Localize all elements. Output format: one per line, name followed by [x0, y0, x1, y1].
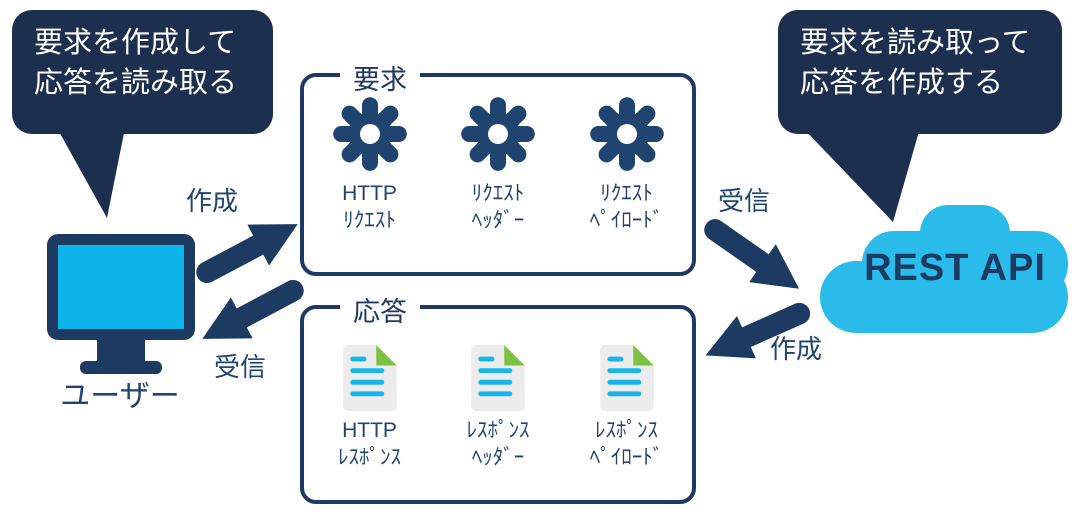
api-speech-line2: 応答を作成する — [800, 67, 1004, 99]
response-box: 応答 HTTP ﾚｽﾎﾟﾝｽ — [300, 290, 696, 504]
api-speech-bubble-tail — [803, 128, 920, 222]
gear-icon — [589, 97, 664, 171]
request-payload-label-line1: ﾘｸｴｽﾄ — [600, 182, 653, 205]
user-speech-line1: 要求を作成して — [34, 27, 237, 59]
request-header-label-line2: ﾍｯﾀﾞｰ — [471, 209, 525, 232]
http-response-label-line1: HTTP — [342, 419, 397, 442]
request-header-label-line1: ﾘｸｴｽﾄ — [471, 182, 525, 205]
response-header-label-line1: ﾚｽﾎﾟﾝｽ — [466, 419, 530, 442]
arrow-api-to-response — [705, 302, 811, 359]
response-header-item: ﾚｽﾎﾟﾝｽ ﾍｯﾀﾞｰ — [435, 345, 561, 471]
arrow-response-to-user — [202, 279, 304, 339]
http-request-label-line2: ﾘｸｴｽﾄ — [343, 209, 396, 232]
request-header-item: ﾘｸｴｽﾄ ﾍｯﾀﾞｰ — [435, 94, 561, 234]
create-label-right: 作成 — [770, 334, 823, 364]
document-icon — [599, 345, 654, 411]
document-icon — [471, 345, 525, 411]
user-label: ユーザー — [60, 380, 180, 413]
request-payload-label-line2: ﾍﾟｲﾛｰﾄﾞ — [589, 209, 664, 232]
response-payload-item: ﾚｽﾎﾟﾝｽ ﾍﾟｲﾛｰﾄﾞ — [564, 345, 690, 471]
user-monitor-icon — [47, 234, 195, 374]
gear-icon — [332, 97, 407, 171]
api-speech-line1: 要求を読み取って — [800, 27, 1031, 59]
response-header-label-line2: ﾍｯﾀﾞｰ — [471, 446, 525, 469]
user-speech-bubble-tail — [57, 128, 125, 218]
gear-icon — [461, 97, 535, 171]
api-speech-bubble: 要求を読み取って 応答を作成する — [778, 10, 1062, 134]
document-icon — [342, 345, 397, 411]
rest-api-label: REST API — [864, 247, 1046, 289]
request-box-legend: 要求 — [340, 58, 420, 97]
user-speech-line2: 応答を読み取る — [34, 67, 238, 99]
response-box-legend: 応答 — [340, 290, 420, 329]
cloud-icon — [820, 205, 1068, 333]
response-payload-label-line2: ﾍﾟｲﾛｰﾄﾞ — [589, 446, 664, 469]
http-request-item: HTTP ﾘｸｴｽﾄ — [307, 94, 433, 234]
receive-label-right: 受信 — [718, 186, 771, 216]
receive-label-left: 受信 — [214, 352, 267, 382]
user-speech-bubble: 要求を作成して 応答を読み取る — [12, 10, 273, 134]
http-response-item: HTTP ﾚｽﾎﾟﾝｽ — [307, 345, 433, 471]
arrow-request-to-api — [704, 219, 800, 289]
request-box: 要求 HTTP ﾘｸｴｽﾄ — [300, 58, 696, 276]
create-label-left: 作成 — [186, 186, 239, 216]
arrow-user-to-request — [196, 224, 298, 284]
http-request-label-line1: HTTP — [342, 182, 397, 205]
http-response-label-line2: ﾚｽﾎﾟﾝｽ — [338, 446, 401, 469]
request-payload-item: ﾘｸｴｽﾄ ﾍﾟｲﾛｰﾄﾞ — [564, 94, 690, 234]
response-payload-label-line1: ﾚｽﾎﾟﾝｽ — [595, 419, 658, 442]
